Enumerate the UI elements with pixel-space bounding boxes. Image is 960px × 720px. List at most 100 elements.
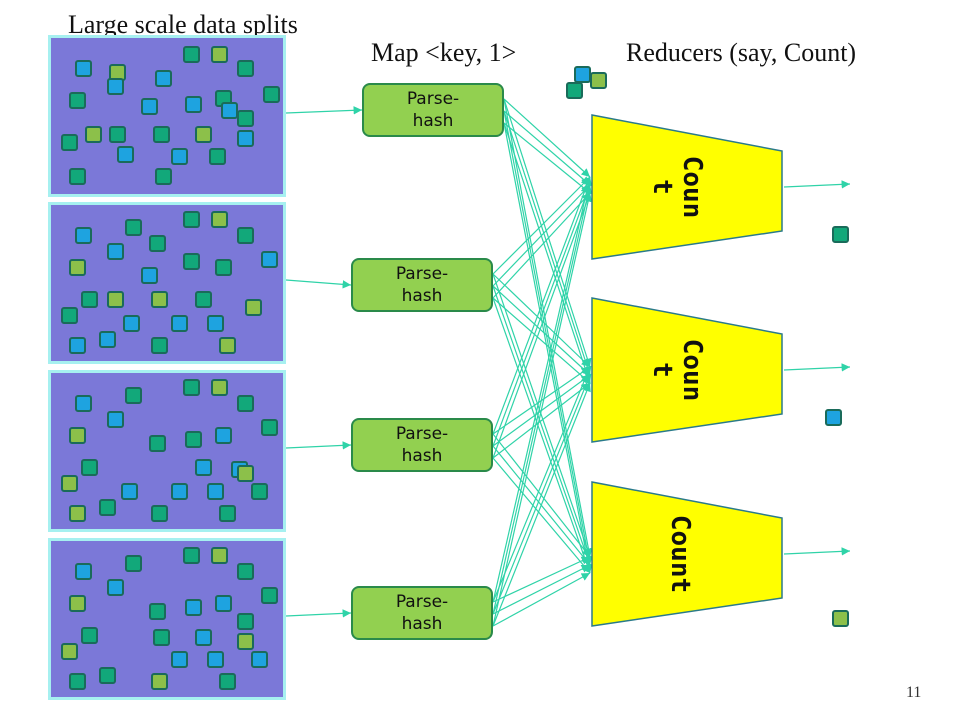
map-to-reduce-arrow	[492, 366, 591, 603]
key-square	[81, 627, 98, 644]
map-to-reduce-arrow	[492, 176, 593, 603]
map-to-reduce-arrow	[503, 122, 592, 384]
key-square	[109, 126, 126, 143]
key-square	[185, 96, 202, 113]
map-to-reduce-arrow	[492, 192, 592, 459]
map-to-reduce-arrow	[492, 184, 591, 287]
key-square	[81, 459, 98, 476]
key-square	[151, 673, 168, 690]
key-square	[195, 126, 212, 143]
reducer-output-key	[825, 409, 842, 426]
key-square	[215, 427, 232, 444]
map-to-reduce-arrow	[492, 374, 591, 615]
key-square	[125, 219, 142, 236]
key-square	[99, 499, 116, 516]
key-square	[207, 315, 224, 332]
key-square	[183, 547, 200, 564]
key-square	[237, 395, 254, 412]
key-square	[69, 505, 86, 522]
reducer-output-key	[832, 610, 849, 627]
map-parse-hash-box-2: Parse- hash	[351, 258, 493, 312]
split-to-map-arrow	[285, 441, 352, 450]
map-to-reduce-arrow	[492, 176, 591, 435]
split-to-map-arrow	[285, 106, 363, 115]
reduce-count-3: Count	[591, 481, 783, 627]
map-parse-hash-box-3: Parse- hash	[351, 418, 493, 472]
map-to-reduce-arrow	[503, 110, 592, 376]
key-square	[237, 130, 254, 147]
data-split-4	[48, 538, 286, 700]
map-to-reduce-arrow	[492, 192, 593, 627]
key-square	[211, 211, 228, 228]
key-square	[123, 315, 140, 332]
key-square	[237, 60, 254, 77]
key-square	[171, 315, 188, 332]
key-square	[149, 603, 166, 620]
key-square	[61, 307, 78, 324]
key-square	[211, 547, 228, 564]
key-square	[75, 395, 92, 412]
map-label: Map <key, 1>	[371, 38, 517, 67]
map-to-reduce-arrow	[503, 98, 591, 178]
key-square	[261, 587, 278, 604]
key-square	[221, 102, 238, 119]
key-square	[149, 235, 166, 252]
key-square	[237, 613, 254, 630]
key-square	[183, 46, 200, 63]
key-square	[185, 431, 202, 448]
key-square	[219, 673, 236, 690]
key-square	[61, 475, 78, 492]
map-to-reduce-arrow	[492, 382, 591, 459]
reducer-trapezoid	[591, 481, 783, 627]
key-square	[207, 651, 224, 668]
key-square	[125, 555, 142, 572]
map-to-reduce-arrow	[492, 382, 591, 627]
map-to-reduce-arrow	[492, 192, 591, 299]
key-square	[141, 267, 158, 284]
reduce-count-2: Count	[591, 297, 783, 443]
map-to-reduce-arrow	[503, 122, 593, 574]
key-square	[183, 379, 200, 396]
key-square	[237, 110, 254, 127]
key-square	[155, 70, 172, 87]
key-square	[141, 98, 158, 115]
reducer-label: Count	[647, 156, 707, 219]
key-square	[99, 667, 116, 684]
map-parse-hash-box-1: Parse- hash	[362, 83, 504, 137]
map-to-reduce-arrow	[503, 122, 591, 194]
key-square	[171, 148, 188, 165]
key-square	[245, 299, 262, 316]
key-square	[195, 629, 212, 646]
map-parse-hash-box-4: Parse- hash	[351, 586, 493, 640]
map-to-reduce-arrow	[492, 273, 591, 368]
key-square	[263, 86, 280, 103]
key-square	[155, 168, 172, 185]
key-square	[195, 291, 212, 308]
key-square	[215, 259, 232, 276]
key-square	[151, 337, 168, 354]
key-square	[69, 673, 86, 690]
key-square	[69, 337, 86, 354]
key-square	[125, 387, 142, 404]
map-to-reduce-arrow	[503, 98, 592, 368]
key-square	[81, 291, 98, 308]
reducer-label: Count	[665, 515, 695, 593]
map-to-reduce-arrow	[492, 273, 592, 558]
mapper-output-key	[574, 66, 591, 83]
data-split-1	[48, 35, 286, 197]
key-square	[121, 483, 138, 500]
key-square	[117, 146, 134, 163]
map-to-reduce-arrow	[492, 297, 592, 574]
key-square	[107, 411, 124, 428]
key-square	[61, 643, 78, 660]
reduce-count-1: Count	[591, 114, 783, 260]
key-square	[219, 505, 236, 522]
key-square	[107, 78, 124, 95]
key-square	[183, 211, 200, 228]
reducers-label: Reducers (say, Count)	[626, 38, 857, 67]
key-square	[261, 419, 278, 436]
key-square	[69, 92, 86, 109]
key-square	[261, 251, 278, 268]
map-to-reduce-arrow	[492, 184, 592, 447]
map-to-reduce-arrow	[492, 285, 591, 376]
